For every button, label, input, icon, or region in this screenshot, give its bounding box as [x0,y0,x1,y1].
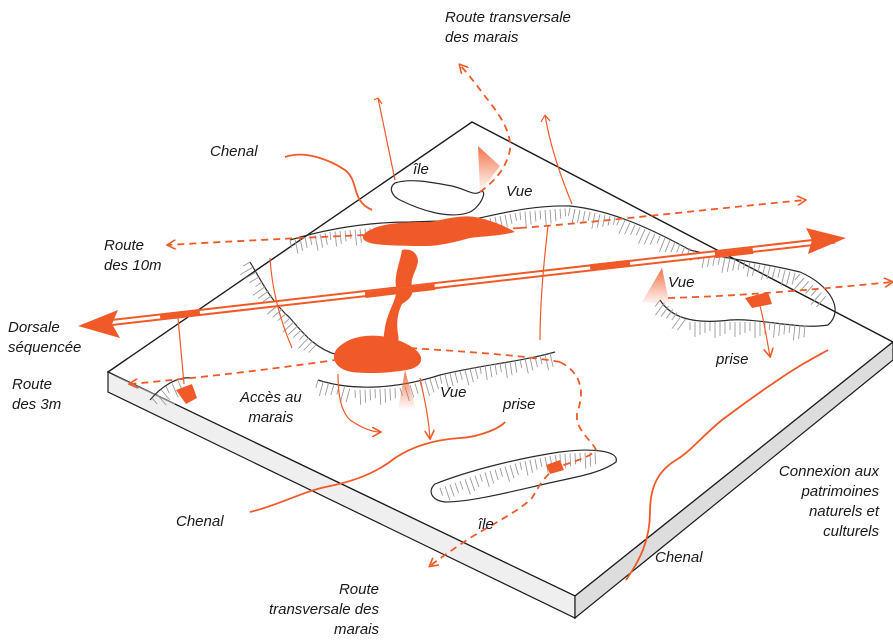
slope-hatch-stroke [794,278,804,289]
label-dorsale-line1: Dorsale [8,318,81,338]
slope-hatch-stroke [772,268,775,279]
slope-hatch-stroke [390,388,391,400]
label-ile-bottom: île [478,515,494,535]
label-route-transversale-bottom-line3: marais [269,620,379,640]
label-chenal-bottom-left: Chenal [176,512,224,532]
label-ile-top: île [413,160,429,180]
label-acces-marais-line2: marais [240,408,302,428]
label-prise-center: prise [503,395,536,415]
label-route-10m-line2: des 10m [104,256,162,276]
label-connexion-line1: Connexion aux [779,462,879,482]
slope-hatch-stroke [781,270,785,286]
label-route-transversale-bottom: Route transversale des marais [269,580,379,640]
label-vue-center: Vue [440,383,466,403]
slope-hatch-stroke [365,390,366,403]
slope-hatch-stroke [595,452,596,464]
label-connexion-line3: naturels et [779,502,879,522]
label-connexion-line4: culturels [779,522,879,542]
label-route-3m-line1: Route [12,375,61,395]
label-chenal-bottom-right: Chenal [655,548,703,568]
slope-hatch-stroke [758,264,760,272]
label-acces-marais: Accès au marais [240,388,302,428]
label-route-3m-line2: des 3m [12,395,61,415]
dorsale-arrow-right [806,228,846,254]
terrain-plate [108,122,893,618]
label-route-transversale-top: Route transversale des marais [445,8,571,48]
slope-hatch-stroke [385,389,386,403]
label-dorsale: Dorsale séquencée [8,318,81,358]
label-route-transversale-bottom-line2: transversale des [269,600,379,620]
slope-hatch-stroke [795,274,800,280]
label-route-transversale-top-line2: des marais [445,28,571,48]
label-route-10m-line1: Route [104,236,162,256]
label-dorsale-line2: séquencée [8,338,81,358]
slope-hatch-stroke [565,208,566,216]
label-acces-marais-line1: Accès au [240,388,302,408]
label-connexion: Connexion aux patrimoines naturels et cu… [779,462,879,542]
slope-hatch-stroke [520,212,521,220]
label-prise-right: prise [716,350,749,370]
label-route-transversale-top-line1: Route transversale [445,8,571,28]
slope-hatch-stroke [575,453,576,464]
label-vue-top: Vue [506,182,532,202]
label-vue-right: Vue [668,273,694,293]
slope-hatch-stroke [778,269,780,278]
slope-hatch-stroke [243,262,250,266]
label-connexion-line2: patrimoines [779,482,879,502]
label-route-10m: Route des 10m [104,236,162,276]
label-route-transversale-bottom-line1: Route [269,580,379,600]
label-route-3m: Route des 3m [12,375,61,415]
label-chenal-top: Chenal [210,142,258,162]
slope-hatch-stroke [787,272,790,286]
slope-hatch-stroke [792,273,795,285]
